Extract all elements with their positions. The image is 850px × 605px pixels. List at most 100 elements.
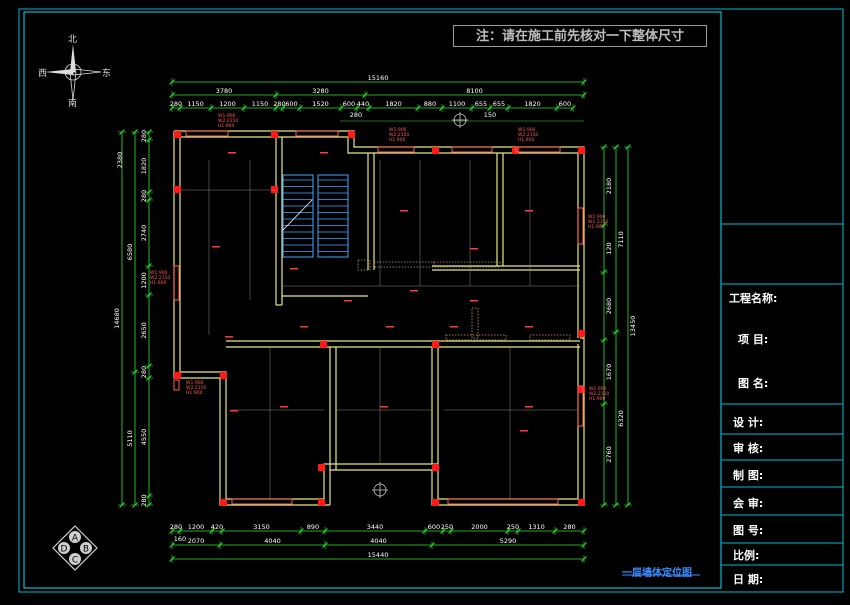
dim-right-total-label: 13450 (629, 316, 637, 337)
construction-note: 注：请在施工前先核对一下整体尺寸 (453, 25, 707, 47)
title-block-grid (622, 223, 843, 576)
annotation-mark (230, 410, 238, 412)
annotation-mark (525, 406, 533, 408)
drawing-number-label: 图 号: (733, 524, 764, 537)
dim-left-l2-label: 1200 (140, 272, 148, 289)
annotation-mark (280, 406, 288, 408)
window-tag-label: W2:2150 (150, 275, 170, 281)
dim-bottom-l1-label: 250 (441, 523, 453, 531)
annotation-mark (290, 268, 298, 270)
window-tag-label: W1:900 (218, 113, 236, 119)
door-frame (471, 307, 479, 339)
structural-column (220, 372, 227, 379)
scale-label: 比例: (733, 549, 760, 562)
structural-column (578, 499, 585, 506)
logo-letter-disc (69, 531, 81, 543)
window-tag-label: W2:2150 (389, 132, 409, 138)
compass-needle-west (45, 69, 73, 75)
review-label: 审 核: (733, 442, 764, 455)
dim-left-top-label: 2380 (116, 152, 124, 169)
dim-left-l2-label: 1820 (140, 158, 148, 175)
structural-column (578, 330, 585, 337)
dim-top-l2-label: 880 (424, 100, 436, 108)
stair-direction-arrow (282, 199, 313, 231)
dim-bottom-l1-label: 3150 (253, 523, 270, 531)
window-tag-label: H1:900 (150, 280, 166, 286)
structural-column (432, 499, 439, 506)
window (447, 498, 559, 505)
structural-column (271, 131, 278, 138)
annotation-mark (386, 326, 394, 328)
compass-north-label: 北 (68, 35, 78, 45)
structural-column (432, 464, 439, 471)
window-tag-label: H1:900 (186, 390, 202, 396)
door-frame (433, 261, 501, 268)
dim-right-l2-label: 1670 (605, 364, 613, 381)
window-tag-label: W1:900 (518, 127, 536, 133)
window (377, 146, 415, 153)
dim-right-l1-label: 7110 (617, 231, 625, 248)
exterior-wall-right-outer (431, 338, 585, 506)
door-frame (373, 261, 435, 268)
dim-left-l2-label: 2650 (140, 322, 148, 339)
compass-needle-north (70, 44, 76, 72)
dim-top-l2-label: 600 (285, 100, 297, 108)
annotation-mark (450, 326, 458, 328)
dim-bottom-l1-label: 250 (507, 523, 519, 531)
sheet-border-inner (23, 11, 722, 589)
annotation-mark (344, 300, 352, 302)
structural-column (432, 341, 439, 348)
dim-bottom-l2-label: 2070 (188, 537, 205, 545)
stair-run-right (317, 174, 349, 258)
dim-top-l2-label: 1820 (524, 100, 541, 108)
window (173, 265, 180, 301)
logo-letter-disc (58, 542, 70, 554)
structural-column (432, 147, 439, 154)
item-label: 项 目: (738, 333, 769, 346)
annotation-mark (228, 152, 236, 154)
dim-top-l2-label: 600 (559, 100, 571, 108)
dim-right-l1-label: 6320 (617, 410, 625, 427)
date-label: 日 期: (733, 573, 764, 586)
dim-top-l2-label: 1150 (252, 100, 269, 108)
window-tag-label: W2:2150 (218, 118, 238, 124)
dim-bottom-l1-label: 890 (307, 523, 319, 531)
window-tag-label: W1:900 (589, 386, 607, 392)
window-tag-label: W2:2150 (589, 391, 609, 397)
dim-left-l2-label: 2740 (140, 225, 148, 242)
annotation-mark (520, 430, 528, 432)
annotation-mark (400, 210, 408, 212)
annotation-mark (320, 152, 328, 154)
window-tag-label: W2:2150 (186, 385, 206, 391)
window-tag-label: H1:900 (589, 396, 605, 402)
dim-bottom-l2-label: 4040 (370, 537, 387, 545)
window (173, 379, 180, 391)
dim-top-inner-label: 280 (350, 111, 362, 119)
annotation-mark (300, 326, 308, 328)
structural-column (174, 372, 181, 379)
design-label: 设 计: (733, 416, 764, 429)
dim-top-l2-label: 280 (170, 100, 182, 108)
countersign-label: 会 审: (733, 497, 764, 510)
annotation-mark (525, 326, 533, 328)
door-frame (445, 334, 507, 341)
structural-column (348, 131, 355, 138)
window-tag-label: H1:900 (588, 224, 604, 230)
dim-bottom-l1-label: 600 (428, 523, 440, 531)
compass-west-label: 西 (38, 69, 48, 79)
annotation-mark (470, 300, 478, 302)
structural-column (271, 186, 278, 193)
window-tag-label: W2:2150 (588, 219, 608, 225)
stair-run-left (282, 174, 314, 258)
annotation-mark (212, 246, 220, 248)
window-tag-label: W1:900 (150, 270, 168, 276)
dim-right-l2-label: 120 (605, 242, 613, 254)
door-frame (529, 334, 571, 341)
drawing-name-label: 图 名: (738, 377, 769, 390)
dim-top-l2-label: 600 (343, 100, 355, 108)
structural-column (220, 499, 227, 506)
structural-column (174, 131, 181, 138)
project-name-label: 工程名称: (729, 292, 778, 305)
